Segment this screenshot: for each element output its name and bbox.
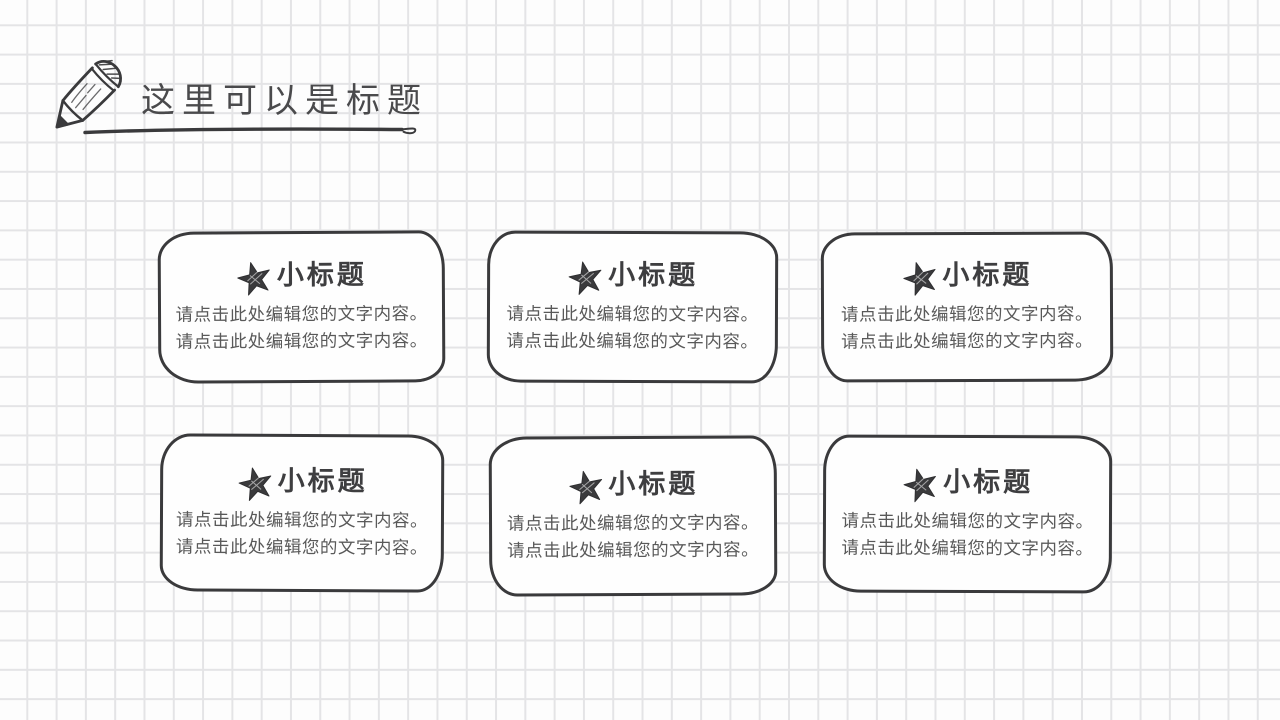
card-title[interactable]: 小标题 [608, 259, 699, 290]
card-body-line: 请点击此处编辑您的文字内容。 [506, 511, 760, 534]
card-header: 小标题 [567, 464, 699, 504]
card-body-line: 请点击此处编辑您的文字内容。 [175, 302, 428, 325]
card-header: 小标题 [567, 255, 699, 295]
card-body-line: 请点击此处编辑您的文字内容。 [841, 510, 1094, 531]
content-card[interactable]: 小标题 请点击此处编辑您的文字内容。 请点击此处编辑您的文字内容。 [157, 230, 446, 384]
card-header: 小标题 [237, 461, 368, 501]
star-icon [902, 261, 935, 296]
page-title[interactable]: 这里可以是标题 [141, 83, 428, 120]
star-icon [238, 467, 271, 501]
card-title[interactable]: 小标题 [942, 259, 1033, 290]
card-header: 小标题 [236, 255, 367, 296]
star-icon [568, 261, 602, 295]
card-body-line: 请点击此处编辑您的文字内容。 [175, 329, 428, 352]
card-body-line: 请点击此处编辑您的文字内容。 [506, 303, 759, 324]
content-card[interactable]: 小标题 请点击此处编辑您的文字内容。 请点击此处编辑您的文字内容。 [488, 435, 778, 597]
pencil-icon [55, 59, 122, 129]
card-header: 小标题 [901, 255, 1033, 296]
star-icon [237, 261, 270, 296]
content-card[interactable]: 小标题 请点击此处编辑您的文字内容。 请点击此处编辑您的文字内容。 [159, 433, 445, 593]
card-body-line: 请点击此处编辑您的文字内容。 [841, 537, 1094, 558]
content-card[interactable]: 小标题 请点击此处编辑您的文字内容。 请点击此处编辑您的文字内容。 [820, 231, 1114, 383]
star-icon [568, 470, 602, 504]
card-body-line: 请点击此处编辑您的文字内容。 [507, 538, 760, 561]
card-body[interactable]: 请点击此处编辑您的文字内容。 请点击此处编辑您的文字内容。 [506, 300, 758, 355]
card-header: 小标题 [902, 462, 1034, 502]
card-body[interactable]: 请点击此处编辑您的文字内容。 请点击此处编辑您的文字内容。 [507, 509, 759, 564]
card-body-line: 请点击此处编辑您的文字内容。 [841, 330, 1094, 351]
card-title[interactable]: 小标题 [608, 468, 699, 499]
card-title[interactable]: 小标题 [276, 259, 367, 290]
star-icon [903, 468, 936, 502]
card-body[interactable]: 请点击此处编辑您的文字内容。 请点击此处编辑您的文字内容。 [176, 506, 428, 561]
card-title[interactable]: 小标题 [277, 465, 368, 496]
card-body[interactable]: 请点击此处编辑您的文字内容。 请点击此处编辑您的文字内容。 [175, 300, 427, 355]
content-card[interactable]: 小标题 请点击此处编辑您的文字内容。 请点击此处编辑您的文字内容。 [822, 434, 1113, 594]
card-title[interactable]: 小标题 [943, 466, 1034, 497]
title-underline-stroke [83, 127, 417, 135]
card-body[interactable]: 请点击此处编辑您的文字内容。 请点击此处编辑您的文字内容。 [841, 300, 1093, 355]
card-body-line: 请点击此处编辑您的文字内容。 [175, 535, 428, 558]
card-body[interactable]: 请点击此处编辑您的文字内容。 请点击此处编辑您的文字内容。 [841, 507, 1093, 562]
content-card[interactable]: 小标题 请点击此处编辑您的文字内容。 请点击此处编辑您的文字内容。 [486, 230, 779, 384]
card-body-line: 请点击此处编辑您的文字内容。 [506, 330, 759, 351]
card-body-line: 请点击此处编辑您的文字内容。 [840, 303, 1094, 324]
card-body-line: 请点击此处编辑您的文字内容。 [175, 508, 429, 531]
